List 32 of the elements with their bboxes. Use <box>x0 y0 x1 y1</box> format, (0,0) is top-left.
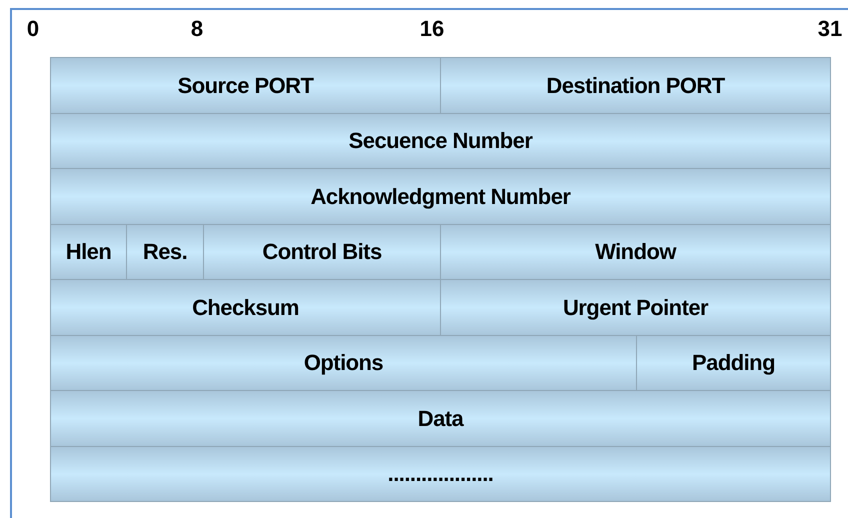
header-field <box>50 168 831 224</box>
field-label: Source PORT <box>178 72 314 100</box>
header-field <box>50 390 831 446</box>
header-field <box>50 112 831 169</box>
bit-number: 0 <box>26 18 40 40</box>
field-label: Secuence Number <box>348 127 532 156</box>
header-field <box>50 224 127 280</box>
field-label: Res. <box>142 238 188 266</box>
field-label: Hlen <box>66 238 112 266</box>
field-label: Data <box>418 404 464 433</box>
field-label: Control Bits <box>262 238 382 266</box>
bit-number: 31 <box>818 18 842 40</box>
field-label: Acknowledgment Number <box>310 182 570 211</box>
header-field <box>203 224 441 280</box>
header-field <box>50 334 637 391</box>
bit-number: 8 <box>190 18 204 40</box>
header-field <box>50 446 831 502</box>
header-field <box>636 334 831 391</box>
field-label: ................... <box>388 460 494 488</box>
field-label: Urgent Pointer <box>562 294 708 322</box>
header-field <box>440 224 831 280</box>
field-label: Destination PORT <box>546 72 725 100</box>
field-label: Window <box>595 238 676 266</box>
header-field <box>440 57 831 114</box>
field-label: Options <box>304 349 384 378</box>
header-field <box>440 279 831 336</box>
field-label: Padding <box>692 349 775 378</box>
field-label: Checksum <box>192 294 299 322</box>
header-field <box>50 57 441 114</box>
header-field <box>126 224 204 280</box>
header-field <box>50 279 441 336</box>
bit-number: 16 <box>420 18 444 40</box>
